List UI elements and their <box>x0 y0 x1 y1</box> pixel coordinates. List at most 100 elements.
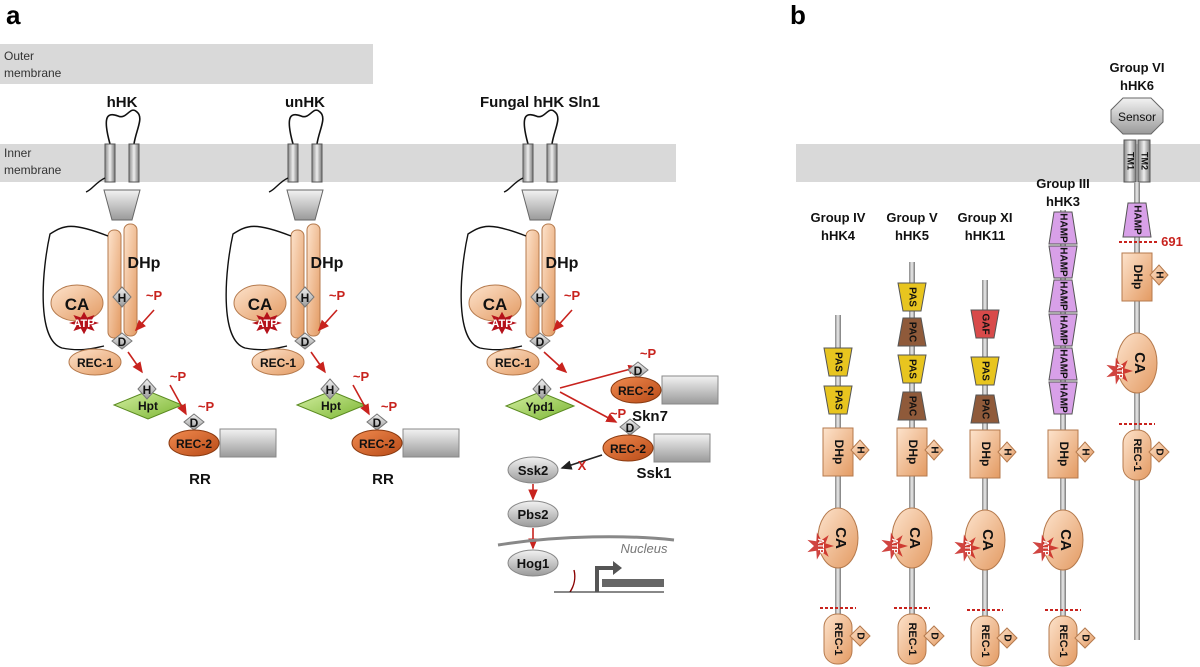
b-atp-label: ATP <box>1115 363 1124 379</box>
b-dhp-label: DHp <box>1131 265 1145 290</box>
rec1-label: REC-1 <box>77 356 113 370</box>
b-rec1-domain <box>1122 429 1152 481</box>
hamp-domain <box>286 189 324 221</box>
hamp-domain <box>1048 313 1078 347</box>
mapk-label: Pbs2 <box>517 507 548 522</box>
gaf-domain <box>970 309 1000 339</box>
phospho-arrow <box>543 351 568 374</box>
b-h-site-icon <box>997 441 1017 463</box>
group-title: Group IV <box>811 210 866 225</box>
rec1-domain <box>68 348 122 376</box>
inner-membrane-label-2: membrane <box>4 163 62 177</box>
dhp-helix-1 <box>107 229 122 339</box>
group-name: hHK5 <box>895 228 929 243</box>
b-dhp-domain <box>1121 252 1153 302</box>
b-dhp-domain <box>822 427 854 477</box>
dhp-helix-2 <box>541 223 556 337</box>
phosphate-label: ~P <box>381 399 398 414</box>
n-terminus <box>268 177 289 193</box>
phosphate-label: ~P <box>198 399 215 414</box>
tm-helix-2 <box>546 143 558 183</box>
tm1-label: TM1 <box>1126 152 1136 170</box>
mapk-pbs2 <box>507 500 559 528</box>
d-site-icon <box>111 332 133 350</box>
pas-label: PAS <box>979 361 990 381</box>
atp-label: ATP <box>491 318 512 330</box>
h-site-icon <box>532 378 552 400</box>
b-h-site-icon <box>924 439 944 461</box>
phosphate-label: ~P <box>353 369 370 384</box>
ca-label: CA <box>248 295 273 314</box>
phosphate-label: ~P <box>564 288 581 303</box>
b-atp-burst-icon <box>954 534 981 562</box>
rr-label: RR <box>372 471 394 488</box>
hamp-domain <box>521 189 559 221</box>
hamp-label: HAMP <box>1057 281 1068 311</box>
ca-label: CA <box>65 295 90 314</box>
pas-domain <box>970 356 1000 386</box>
ssk1-label: Ssk1 <box>636 465 671 482</box>
phospho-arrow <box>310 351 326 374</box>
phospho-arrow <box>169 384 187 416</box>
phospho-arrow <box>552 309 573 332</box>
tm-helix-1 <box>287 143 299 183</box>
b-rec1-label: REC-1 <box>979 624 991 657</box>
pas-domain <box>823 385 853 415</box>
phosphate-label: ~P <box>170 369 187 384</box>
h-label: H <box>536 291 545 305</box>
inner-membrane-label-1: Inner <box>4 146 31 160</box>
b-dhp-domain <box>969 429 1001 479</box>
phospho-arrow <box>317 309 338 332</box>
rec1-domain <box>486 348 540 376</box>
group-name: hHK3 <box>1046 194 1080 209</box>
b-ca-label: CA <box>1057 529 1074 551</box>
inner-membrane <box>0 144 676 182</box>
mapk-ssk2 <box>507 456 559 484</box>
gaf-label: GAF <box>979 313 990 334</box>
dhp-helix-1 <box>290 229 305 339</box>
b-atp-burst-icon <box>807 532 834 560</box>
d-label: D <box>301 335 310 349</box>
b-atp-label: ATP <box>816 538 825 554</box>
tm2-label: TM2 <box>1140 152 1150 170</box>
group-name: hHK4 <box>821 228 856 243</box>
pac-domain <box>970 394 1000 424</box>
system-title: hHK <box>107 94 138 111</box>
ca-label: CA <box>483 295 508 314</box>
system-3: Fungal hHK Sln1DHpCAATPH~PDREC-1Ypd1HD~P… <box>460 94 719 593</box>
b-dhp-label: DHp <box>979 442 993 467</box>
b-d-label: D <box>1079 634 1090 641</box>
system-title: unHK <box>285 94 325 111</box>
b-rec1-label: REC-1 <box>832 622 844 655</box>
phospho-arrow <box>559 364 640 389</box>
rec2-domain <box>351 429 403 457</box>
nucleus-membrane <box>497 535 675 547</box>
rec2-label: REC-2 <box>618 384 654 398</box>
atp-burst-icon <box>487 311 517 335</box>
phospho-arrow <box>134 309 155 332</box>
pac-domain <box>897 391 927 421</box>
h-label: H <box>538 383 547 397</box>
ssk1-to-ssk2-arrow <box>560 454 603 470</box>
b-d-site-icon <box>923 625 945 647</box>
outer-membrane-label-1: Outer <box>4 49 34 63</box>
phospho-arrow <box>559 391 618 423</box>
h-site-icon <box>530 286 550 308</box>
linker-loop <box>42 225 109 351</box>
hamp-domain <box>103 189 141 221</box>
b-rec1-domain <box>1048 615 1078 667</box>
b-d-site-icon <box>996 627 1018 649</box>
periplasmic-loop <box>105 109 141 145</box>
rec1-label: REC-1 <box>260 356 296 370</box>
hamp-domain <box>1122 202 1152 238</box>
backbone-rod <box>1060 210 1066 640</box>
tm-helix-1 <box>104 143 116 183</box>
panel-b-letter: b <box>790 0 806 30</box>
h-site-icon <box>137 378 157 400</box>
d-label: D <box>190 416 199 430</box>
d-site-icon <box>294 332 316 350</box>
